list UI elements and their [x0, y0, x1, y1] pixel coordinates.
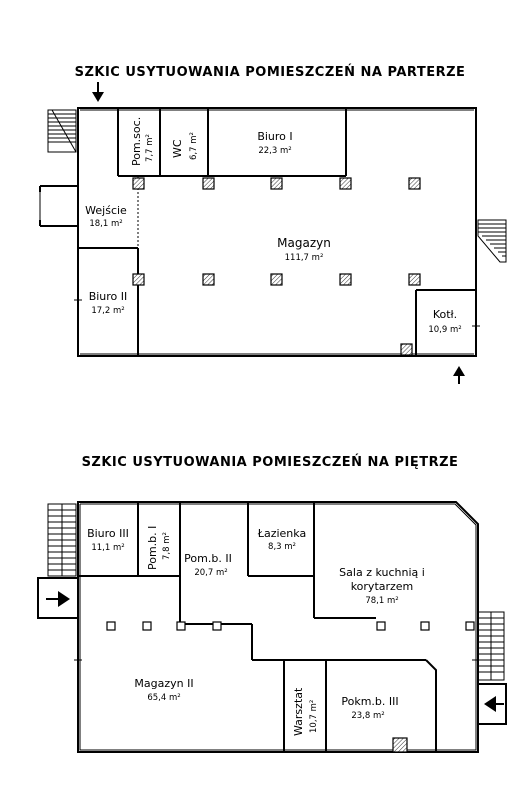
room-label-sala-line2: korytarzem — [351, 580, 414, 593]
room-area-warsztat: 10,7 m² — [309, 700, 319, 733]
room-label-biuro-2: Biuro II — [89, 290, 128, 303]
room-label-wejscie: Wejście — [85, 204, 127, 217]
room-area-biuro-3: 11,1 m² — [91, 543, 124, 553]
entry-arrow-right-icon — [484, 696, 496, 712]
entry-arrow-bottom-icon — [453, 366, 465, 376]
room-area-wc: 6,7 m² — [189, 132, 199, 160]
room-label-pom-b-2: Pom.b. II — [184, 552, 232, 565]
staircase-left-first — [47, 503, 77, 577]
entry-arrow-top-icon — [92, 92, 104, 102]
room-label-warsztat: Warsztat — [292, 687, 305, 736]
room-label-sala-line1: Sala z kuchnią i — [339, 566, 425, 579]
room-area-sala: 78,1 m² — [365, 596, 398, 606]
room-area-biuro-1: 22,3 m² — [258, 146, 291, 156]
room-label-magazyn: Magazyn — [277, 236, 331, 250]
first-floor-plan: SZKIC USYTUOWANIA POMIESZCZEŃ NA PIĘTRZE — [37, 454, 507, 753]
room-label-pokmb-3: Pokm.b. III — [341, 695, 398, 708]
room-label-pom-b-1: Pom.b. I — [146, 526, 159, 570]
room-label-magazyn-2: Magazyn II — [134, 677, 193, 690]
ground-floor-title: SZKIC USYTUOWANIA POMIESZCZEŃ NA PARTERZ… — [75, 64, 466, 80]
room-label-pom-soc: Pom.soc. — [130, 117, 143, 166]
first-floor-title: SZKIC USYTUOWANIA POMIESZCZEŃ NA PIĘTRZE — [82, 454, 459, 470]
room-area-kotl: 10,9 m² — [428, 325, 461, 335]
ground-floor-plan: SZKIC USYTUOWANIA POMIESZCZEŃ NA PARTERZ… — [39, 64, 507, 384]
room-area-magazyn: 111,7 m² — [285, 253, 324, 263]
room-area-pokmb-3: 23,8 m² — [351, 711, 384, 721]
staircase-right-first — [477, 611, 505, 681]
staircase-left-ground — [47, 109, 77, 153]
room-label-wc: WC — [171, 139, 184, 158]
room-label-kotl: Kotł. — [433, 308, 457, 321]
room-label-lazienka: Łazienka — [257, 527, 306, 540]
staircase-right-ground — [477, 219, 507, 263]
entry-arrow-left-icon — [58, 591, 70, 607]
room-area-magazyn-2: 65,4 m² — [147, 693, 180, 703]
room-label-biuro-3: Biuro III — [87, 527, 129, 540]
room-area-pom-b-1: 7,8 m² — [162, 532, 172, 560]
room-label-biuro-1: Biuro I — [257, 130, 292, 143]
room-area-lazienka: 8,3 m² — [268, 542, 296, 552]
room-area-wejscie: 18,1 m² — [89, 219, 122, 229]
room-area-pom-b-2: 20,7 m² — [194, 568, 227, 578]
room-area-biuro-2: 17,2 m² — [91, 306, 124, 316]
room-area-pom-soc: 7,7 m² — [145, 134, 155, 162]
